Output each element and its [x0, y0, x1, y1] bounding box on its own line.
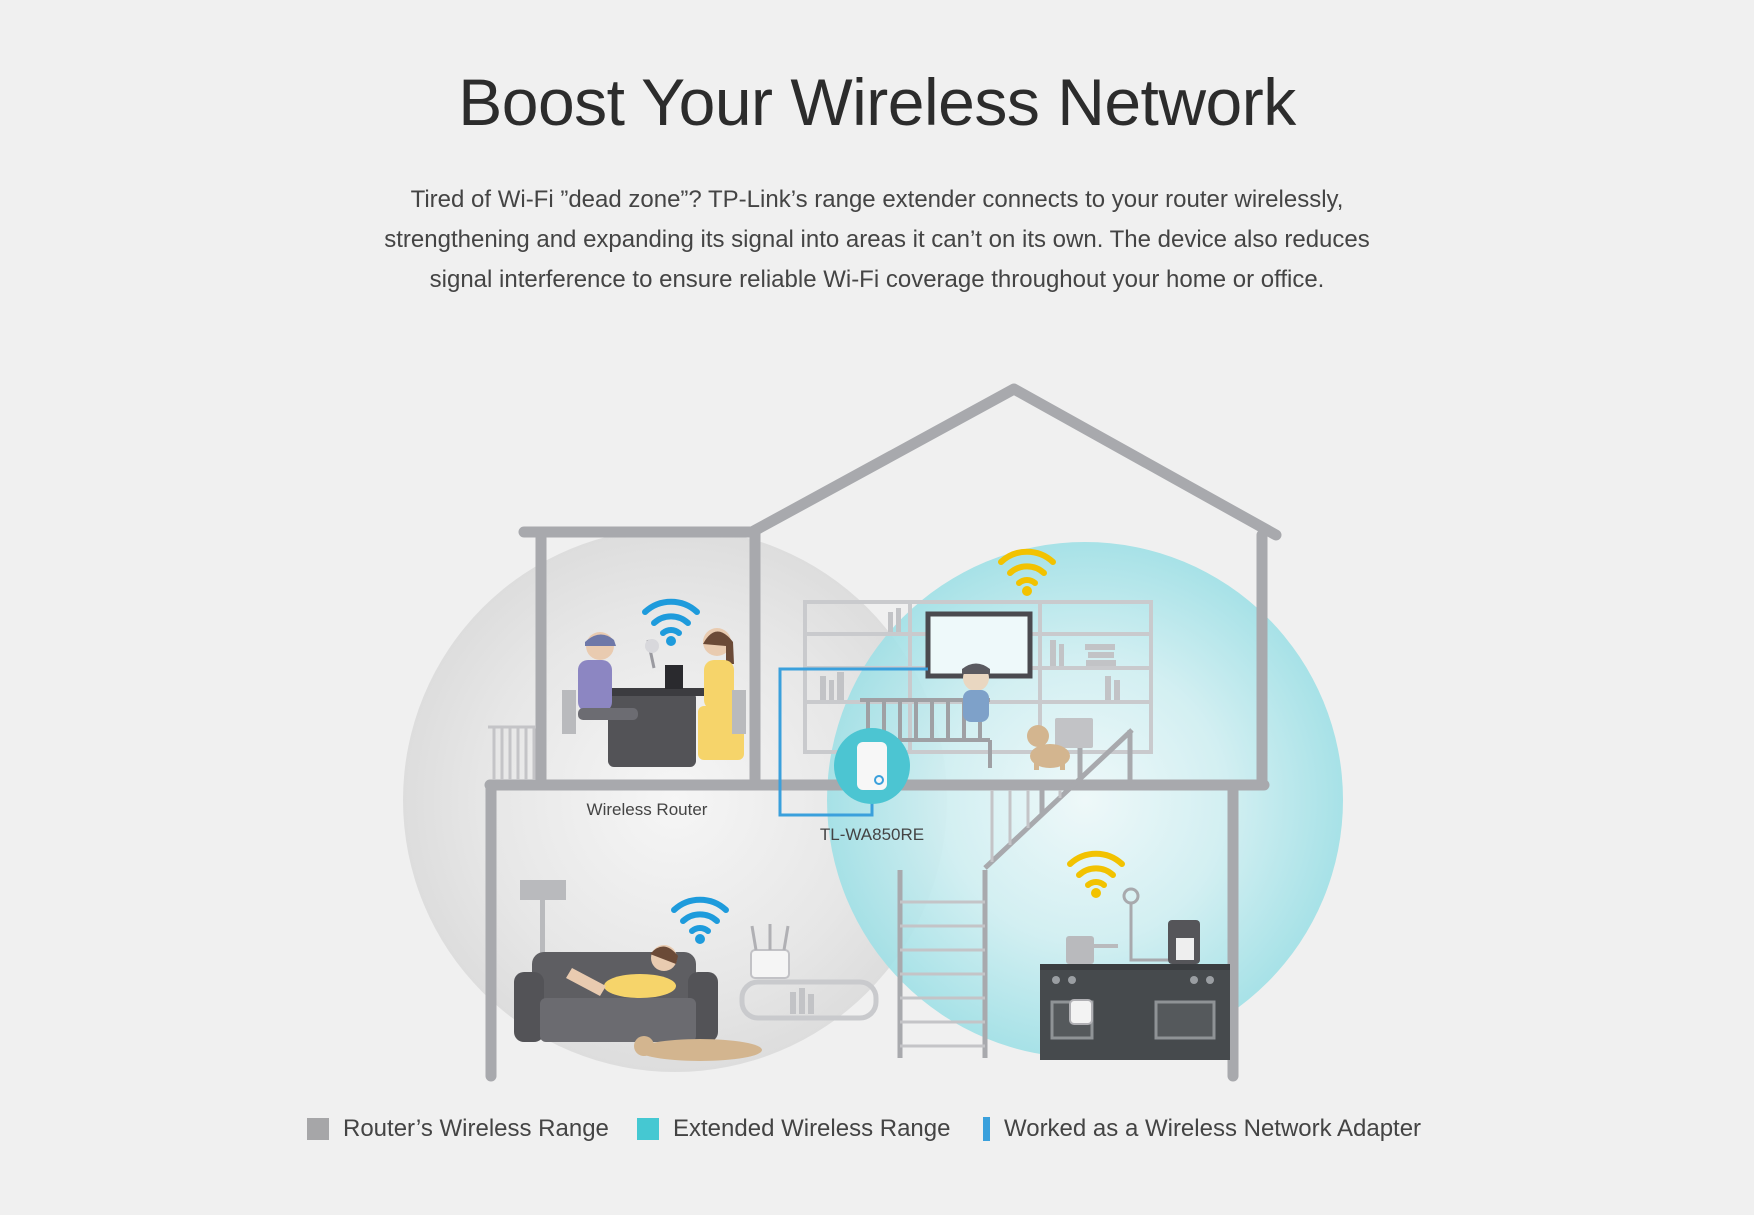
wifi-icon-study [642, 598, 700, 646]
intro-line-1: Tired of Wi-Fi ”dead zone”? TP-Link’s ra… [410, 186, 1344, 213]
intro-line-2: strengthening and expanding its signal i… [384, 226, 1370, 253]
legend-swatch-router [307, 1118, 329, 1140]
intro-paragraph: Tired of Wi-Fi ”dead zone”? TP-Link’s ra… [340, 180, 1414, 300]
extender-label: TL-WA850RE [820, 825, 924, 844]
router-label: Wireless Router [587, 800, 708, 819]
stove [1040, 964, 1230, 1060]
legend-label-extended: Extended Wireless Range [673, 1115, 951, 1142]
stair-steps [900, 790, 1062, 1048]
legend-swatch-adapter [983, 1117, 990, 1141]
page-title: Boost Your Wireless Network [458, 65, 1296, 139]
pot [1066, 936, 1118, 964]
legend-extended-range: Extended Wireless Range [637, 1112, 950, 1146]
legend-router-range: Router’s Wireless Range [307, 1112, 609, 1146]
shelf-books-downstairs [790, 988, 814, 1014]
intro-line-3: signal interference to ensure reliable W… [429, 266, 1325, 293]
floor-lamp [520, 880, 566, 956]
wifi-icon-living [671, 896, 729, 944]
router-device [750, 924, 790, 979]
extender-device[interactable] [857, 742, 887, 790]
balcony-railing [488, 725, 536, 780]
woman-on-sofa [566, 945, 678, 998]
extender-plug-kitchen [1069, 999, 1093, 1025]
wall-socket [1122, 887, 1168, 962]
study-scene [562, 628, 746, 767]
tv-stand [739, 979, 879, 1021]
wifi-icon-upstairs [998, 548, 1056, 596]
sofa [514, 952, 718, 1042]
legend-label-router: Router’s Wireless Range [343, 1115, 609, 1142]
wifi-icon-kitchen [1067, 850, 1125, 898]
dog-downstairs [634, 1036, 762, 1061]
legend-label-adapter: Worked as a Wireless Network Adapter [1004, 1115, 1422, 1142]
dog-upstairs [1027, 725, 1070, 770]
legend: Router’s Wireless Range Extended Wireles… [0, 1112, 1754, 1146]
house-frame [484, 383, 1282, 1082]
legend-adapter: Worked as a Wireless Network Adapter [983, 1112, 1421, 1146]
extender-connector [778, 667, 928, 817]
books [820, 608, 1120, 748]
coffee-maker [1168, 920, 1200, 964]
legend-swatch-extended [637, 1118, 659, 1140]
baby [962, 663, 990, 722]
